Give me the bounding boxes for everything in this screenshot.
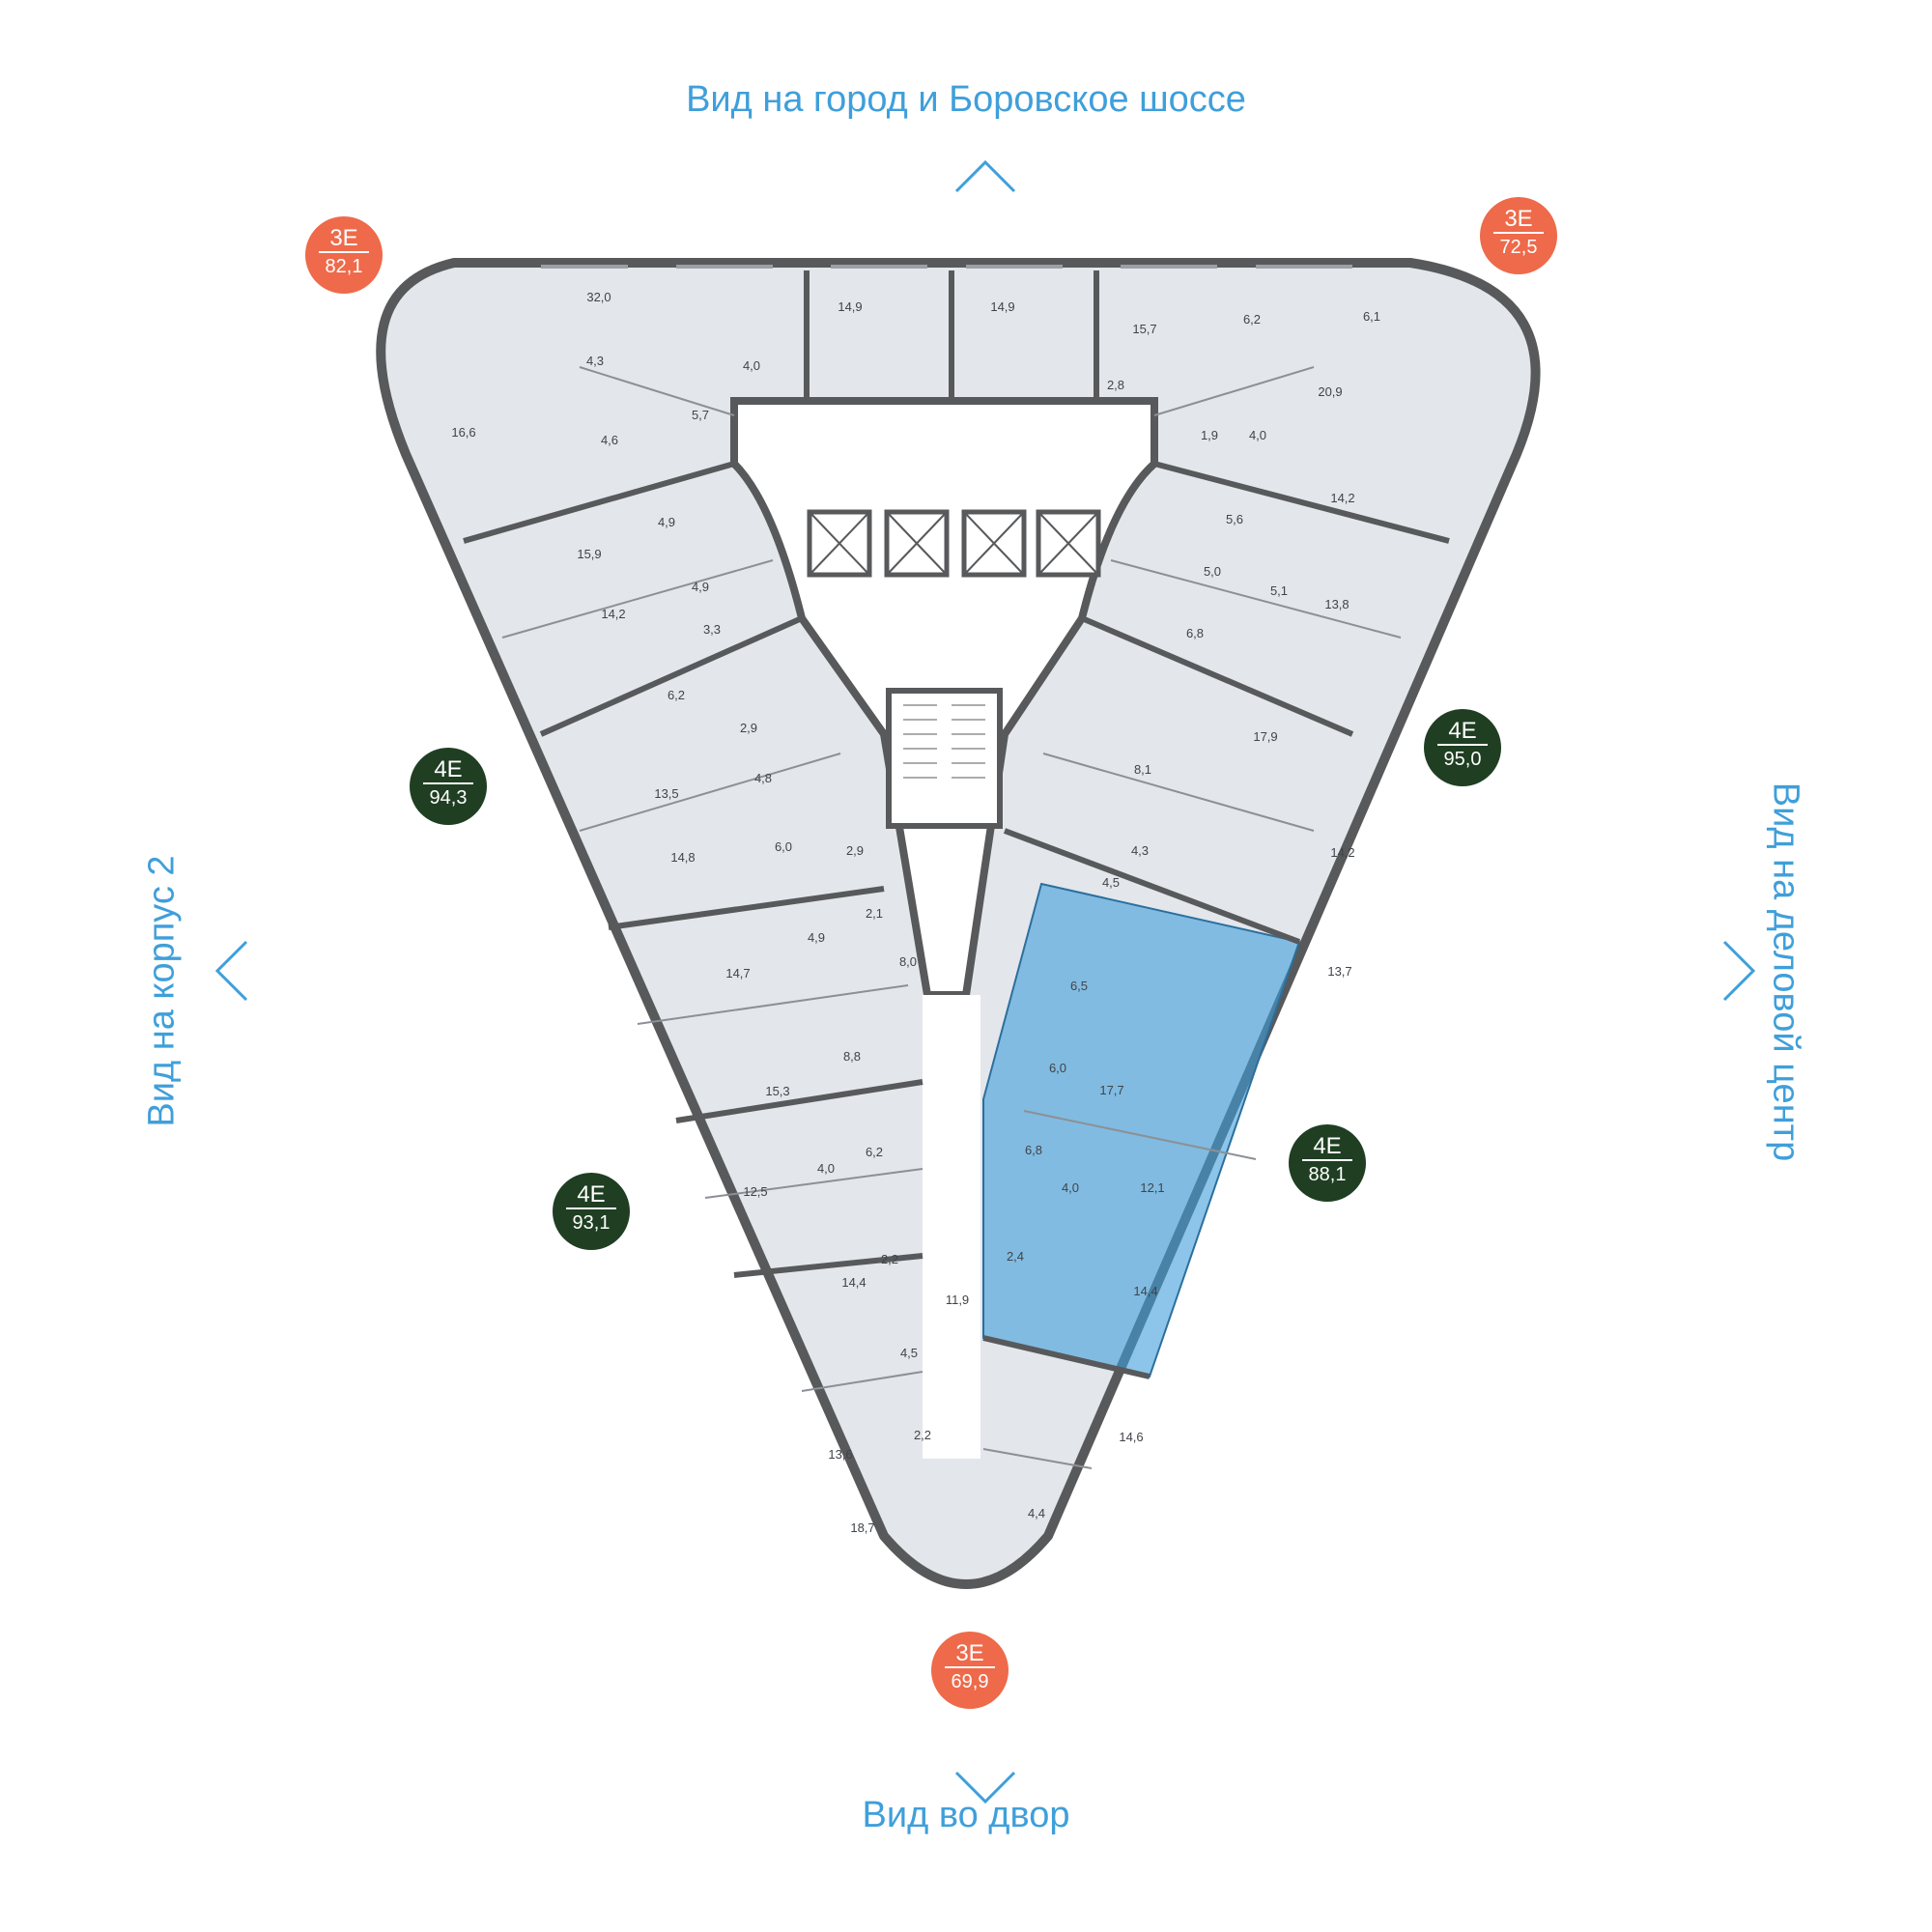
chevron-left-icon[interactable]: [203, 937, 270, 1005]
apartment-badge-w2[interactable]: 4Е 93,1: [553, 1173, 630, 1250]
room-area-label: 6,8: [1025, 1143, 1042, 1157]
room-area-label: 13,5: [654, 786, 678, 801]
room-area-label: 5,7: [692, 408, 709, 422]
room-area-label: 6,2: [866, 1145, 883, 1159]
room-area-label: 6,0: [775, 839, 792, 854]
room-area-label: 5,6: [1226, 512, 1243, 526]
room-area-label: 6,2: [1243, 312, 1261, 327]
room-area-label: 17,7: [1099, 1083, 1123, 1097]
room-area-label: 2,4: [1007, 1249, 1024, 1264]
room-area-label: 14,6: [1119, 1430, 1143, 1444]
badge-type: 4Е: [577, 1181, 606, 1208]
badge-area: 69,9: [951, 1671, 989, 1692]
chevron-down-icon[interactable]: [952, 1758, 1019, 1826]
room-area-label: 2,1: [866, 906, 883, 921]
room-area-label: 6,1: [1363, 309, 1380, 324]
room-area-label: 15,9: [577, 547, 601, 561]
view-label-bottom: Вид во двор: [862, 1795, 1070, 1835]
apartment-badge-ne[interactable]: 3Е 72,5: [1480, 197, 1557, 274]
room-area-label: 13,7: [1327, 964, 1351, 979]
badge-type: 3Е: [955, 1640, 984, 1666]
room-area-label: 6,8: [1186, 626, 1204, 640]
room-area-label: 13,8: [1324, 597, 1349, 611]
room-area-label: 16,6: [451, 425, 475, 440]
room-area-label: 6,2: [668, 688, 685, 702]
room-area-label: 4,3: [586, 354, 604, 368]
room-area-label: 14,4: [1133, 1284, 1157, 1298]
apartment-badge-nw[interactable]: 3Е 82,1: [305, 216, 383, 294]
badge-type: 4Е: [1313, 1133, 1342, 1159]
room-area-label: 32,0: [586, 290, 611, 304]
room-area-label: 14,2: [1330, 491, 1354, 505]
room-area-label: 4,0: [1062, 1180, 1079, 1195]
room-area-label: 1,9: [1201, 428, 1218, 442]
badge-type: 3Е: [329, 225, 358, 251]
room-area-label: 4,5: [1102, 875, 1120, 890]
room-area-label: 2,2: [914, 1428, 931, 1442]
room-area-label: 15,7: [1132, 322, 1156, 336]
room-area-label: 2,9: [846, 843, 864, 858]
room-area-label: 14,9: [990, 299, 1014, 314]
apartment-badge-w1[interactable]: 4Е 94,3: [410, 748, 487, 825]
badge-type: 4Е: [1448, 718, 1477, 744]
room-area-label: 4,5: [900, 1346, 918, 1360]
room-area-label: 6,0: [1049, 1061, 1066, 1075]
badge-type: 3Е: [1504, 206, 1533, 232]
badge-area: 95,0: [1443, 749, 1482, 770]
room-area-label: 14,7: [725, 966, 750, 980]
apartment-badge-e2[interactable]: 4Е 88,1: [1289, 1124, 1366, 1202]
room-area-label: 18,7: [850, 1520, 874, 1535]
room-area-label: 4,9: [808, 930, 825, 945]
selected-apartment-4e-88: [982, 882, 1301, 1378]
room-area-labels: 32,0 14,9 14,9 15,7 6,2 6,1 4,3 4,0 2,8 20,9 16,6 4…: [451, 290, 1380, 1535]
room-area-label: 2,2: [881, 1252, 898, 1266]
room-area-label: 4,0: [743, 358, 760, 373]
room-area-label: 2,9: [740, 721, 757, 735]
room-area-label: 17,9: [1253, 729, 1277, 744]
room-area-label: 4,9: [692, 580, 709, 594]
room-area-label: 8,1: [1134, 762, 1151, 777]
room-area-label: 14,4: [841, 1275, 866, 1290]
room-area-label: 8,8: [843, 1049, 861, 1064]
badge-type: 4Е: [434, 756, 463, 782]
room-area-label: 11,9: [946, 1293, 969, 1307]
badge-area: 82,1: [325, 256, 363, 277]
room-area-label: 3,3: [703, 622, 721, 637]
room-area-label: 14,2: [601, 607, 625, 621]
chevron-up-icon[interactable]: [952, 153, 1019, 220]
room-area-label: 20,9: [1318, 384, 1342, 399]
room-area-label: 8,0: [899, 954, 917, 969]
view-label-top: Вид на город и Боровское шоссе: [686, 79, 1246, 120]
room-area-label: 4,0: [1249, 428, 1266, 442]
apartment-badge-e1[interactable]: 4Е 95,0: [1424, 709, 1501, 786]
badge-area: 94,3: [429, 787, 468, 809]
room-area-label: 13,6: [828, 1447, 852, 1462]
room-area-label: 14,9: [838, 299, 862, 314]
room-area-label: 4,8: [754, 771, 772, 785]
room-area-label: 6,5: [1070, 979, 1088, 993]
room-area-label: 4,9: [658, 515, 675, 529]
chevron-right-icon[interactable]: [1700, 937, 1768, 1005]
room-area-label: 4,0: [817, 1161, 835, 1176]
apartment-badge-s[interactable]: 3Е 69,9: [931, 1632, 1009, 1709]
room-area-label: 2,8: [1107, 378, 1124, 392]
room-area-label: 14,2: [1330, 845, 1354, 860]
room-area-label: 12,1: [1140, 1180, 1164, 1195]
badge-area: 88,1: [1308, 1164, 1347, 1185]
badge-area: 72,5: [1499, 237, 1538, 258]
room-area-label: 4,3: [1131, 843, 1149, 858]
room-area-label: 15,3: [765, 1084, 789, 1098]
room-area-label: 5,1: [1270, 583, 1288, 598]
badge-area: 93,1: [572, 1212, 611, 1234]
room-area-label: 12,5: [743, 1184, 767, 1199]
room-area-label: 4,4: [1028, 1506, 1045, 1520]
room-area-label: 4,6: [601, 433, 618, 447]
room-area-label: 5,0: [1204, 564, 1221, 579]
room-area-label: 14,8: [670, 850, 695, 865]
